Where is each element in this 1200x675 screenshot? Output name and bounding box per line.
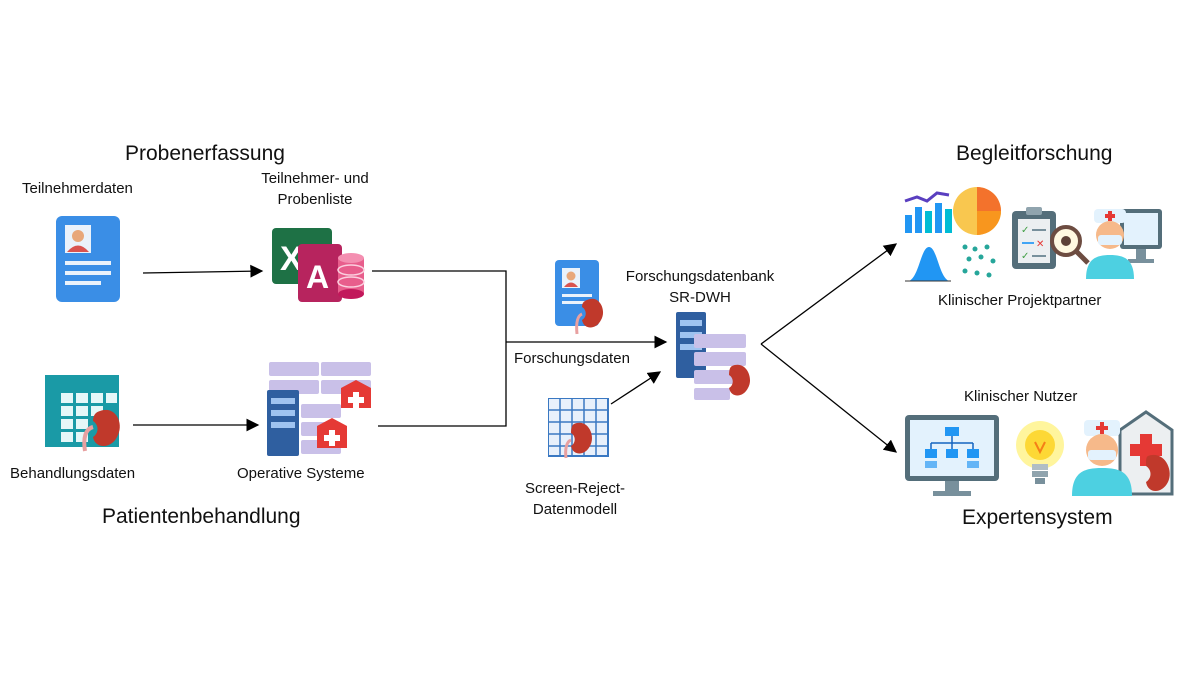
svg-text:✓: ✓ <box>1021 225 1029 236</box>
clipboard-icon: ✓ ✕ ✓ <box>1012 207 1056 269</box>
kidney-icon <box>571 422 593 454</box>
clinical-partner-icon: ✓ ✕ ✓ <box>1012 207 1162 279</box>
operative-systems-icon <box>267 362 371 456</box>
data-model-icon <box>548 398 609 459</box>
arrow-participant-to-list <box>142 264 264 278</box>
arrow-db-to-expert <box>760 343 898 453</box>
kidney-icon <box>582 298 604 328</box>
label-line: SR-DWH <box>669 289 731 306</box>
svg-text:A: A <box>306 259 329 295</box>
heading-patientenbehandlung: Patientenbehandlung <box>102 505 301 528</box>
table-grid-kidney-icon <box>45 375 120 452</box>
label-line: Screen-Reject- <box>524 480 626 497</box>
line-systems-to-merge <box>378 342 507 427</box>
svg-text:✕: ✕ <box>1036 239 1044 250</box>
monitor-icon <box>1120 209 1162 263</box>
analytics-charts-icon <box>904 187 1001 282</box>
kidney-icon <box>729 364 751 396</box>
heading-begleitforschung: Begleitforschung <box>956 142 1113 165</box>
charts-icon <box>904 191 996 282</box>
magnifier-eye-icon <box>1050 225 1090 265</box>
arrow-model-to-db <box>610 371 662 405</box>
research-data-icon <box>555 260 604 335</box>
label-teilnehmer-und-probenliste: Teilnehmer- und Probenliste <box>240 170 390 208</box>
label-operative-systeme: Operative Systeme <box>237 465 365 482</box>
pie-chart-icon <box>953 187 1001 235</box>
doctor-icon <box>1086 209 1134 279</box>
label-forschungsdaten: Forschungsdaten <box>514 350 630 367</box>
heading-expertensystem: Expertensystem <box>962 506 1113 529</box>
label-behandlungsdaten: Behandlungsdaten <box>10 465 136 482</box>
label-screen-reject-datenmodell: Screen-Reject- Datenmodell <box>500 480 650 518</box>
svg-text:X: X <box>280 240 303 278</box>
label-klinischer-projektpartner: Klinischer Projektpartner <box>938 292 1102 309</box>
label-teilnehmerdaten: Teilnehmerdaten <box>22 180 133 197</box>
label-line: Probenliste <box>277 191 353 208</box>
label-forschungsdatenbank: Forschungsdatenbank SR-DWH <box>605 268 795 306</box>
kidney-icon <box>1146 454 1170 491</box>
svg-text:✓: ✓ <box>1021 251 1029 262</box>
label-line: Teilnehmer- und <box>261 170 369 187</box>
kidney-icon <box>93 409 120 446</box>
expert-doctor-hospital-icon <box>1072 410 1174 496</box>
lightbulb-icon <box>1016 421 1064 484</box>
excel-access-database-icon: X A <box>272 228 365 302</box>
contact-card-icon <box>56 216 120 302</box>
label-klinischer-nutzer: Klinischer Nutzer <box>964 388 1078 405</box>
label-line: Forschungsdatenbank <box>625 268 775 285</box>
access-icon <box>298 244 342 302</box>
label-line: Datenmodell <box>532 501 618 518</box>
expert-monitor-icon <box>905 415 999 496</box>
database-icon <box>337 253 365 299</box>
research-db-icon <box>676 312 751 400</box>
arrow-db-to-research <box>760 243 898 345</box>
doctor-icon <box>1072 420 1132 496</box>
heading-probenerfassung: Probenerfassung <box>125 142 285 165</box>
line-list-to-merge <box>372 270 507 342</box>
